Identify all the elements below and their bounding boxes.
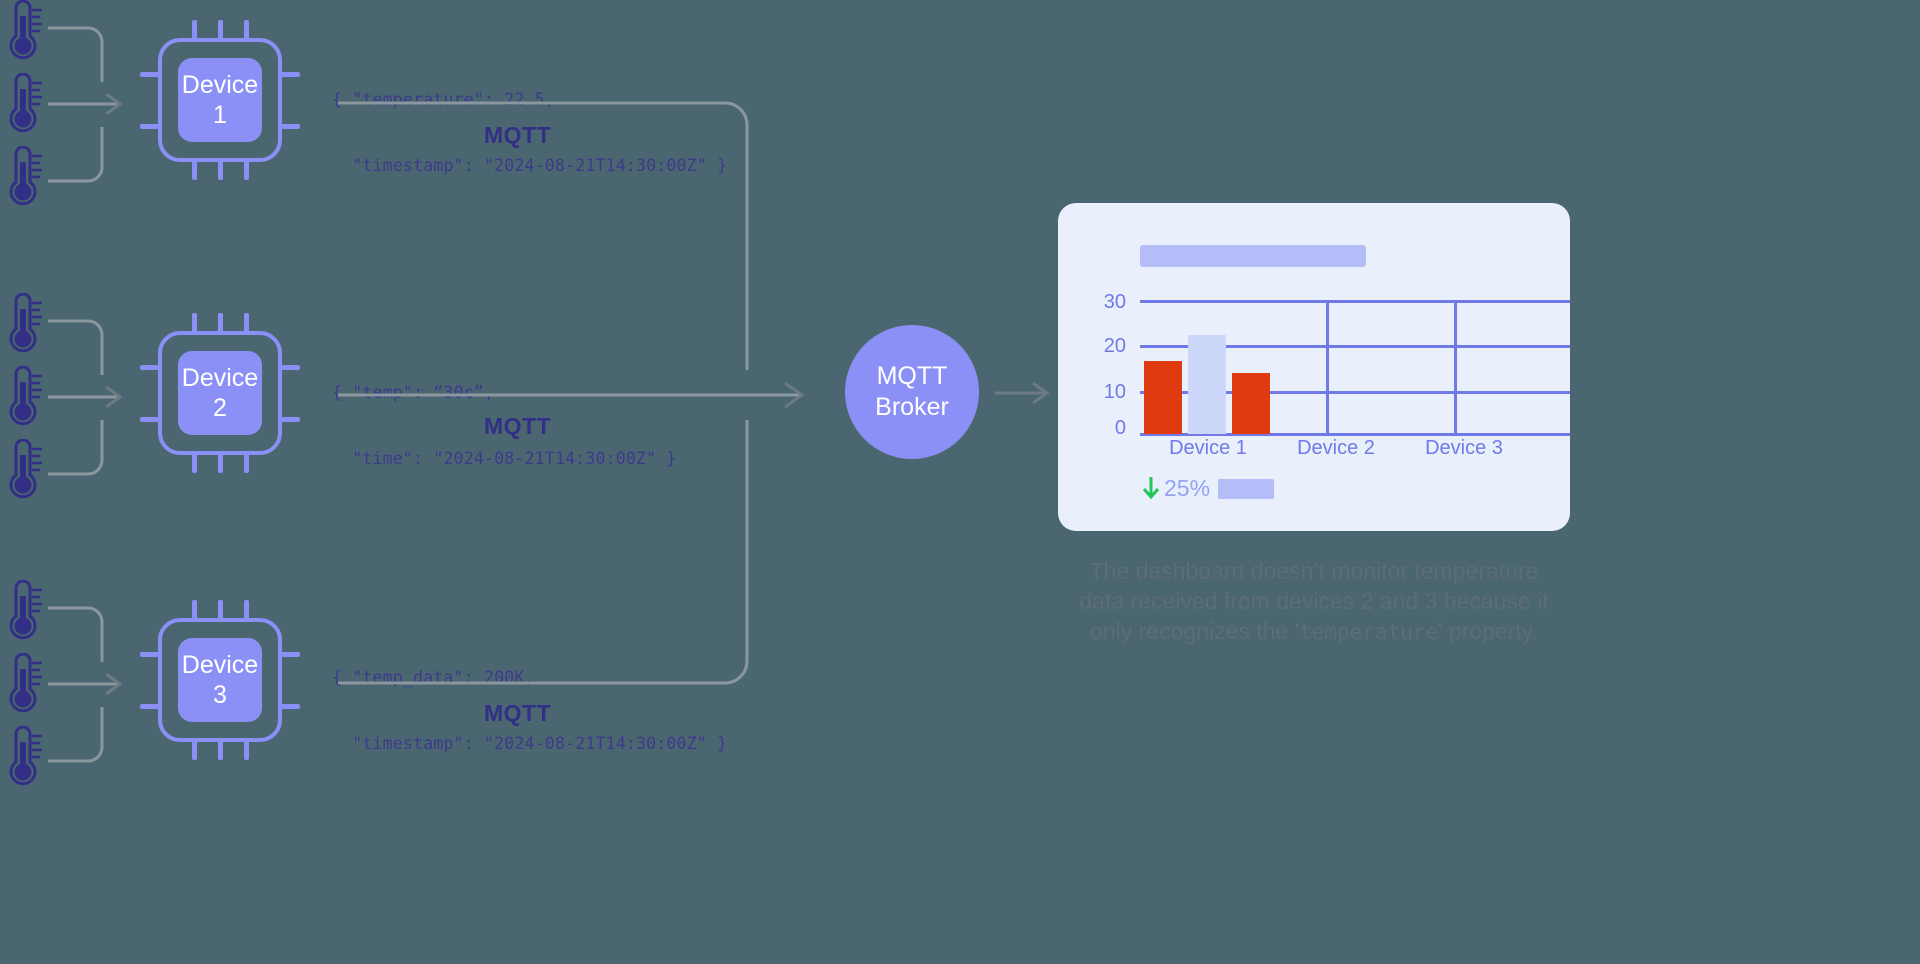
caption-line-3-pre: only recognizes the ' [1090, 618, 1300, 644]
chip-outline [158, 38, 282, 162]
payload-device-2: { "temp": “30c”, "time": "2024-08-21T14:… [332, 338, 677, 514]
chip-label-line1: Device [181, 651, 259, 679]
device-chip-2[interactable]: Device 2 [140, 313, 300, 473]
thermometer-icon [9, 0, 42, 60]
x-label-device-3: Device 3 [1425, 437, 1503, 459]
broker-label-line1: MQTT [876, 362, 948, 390]
chip-pin [218, 20, 223, 42]
chip-label-line1: Device [181, 364, 259, 392]
chip-label-line2: 2 [213, 394, 227, 422]
caption-line-1: The dashboard doesn’t monitor temperatur… [1089, 558, 1539, 584]
caption-line-3-post: ' property. [1438, 618, 1538, 644]
payload-line-2: "timestamp": "2024-08-21T14:30:00Z" } [332, 156, 728, 175]
thermometer-icon [9, 439, 42, 499]
thermometer-icon [9, 293, 42, 353]
caption-code-token: temperature [1299, 620, 1439, 644]
chip-pin [278, 72, 300, 77]
chip-pin [192, 313, 197, 335]
y-tick-10: 10 [1103, 381, 1126, 403]
thermometer-icon [9, 366, 42, 426]
broker-label-line2: Broker [875, 393, 949, 421]
mqtt-broker-node[interactable]: MQTT Broker [845, 325, 979, 459]
delta-percent-label: 25% [1164, 475, 1211, 501]
chip-pin [244, 20, 249, 42]
thermometer-icon [9, 653, 42, 713]
chip-pin [278, 417, 300, 422]
chip-pin [140, 417, 162, 422]
x-label-device-2: Device 2 [1297, 437, 1375, 459]
chip-pin [218, 600, 223, 622]
chip-pin [140, 365, 162, 370]
dashboard-card[interactable]: 30 20 10 0 Device 1 Device 2 Device 3 25… [1058, 203, 1570, 531]
bar-device-1-a [1144, 361, 1182, 434]
payload-line-2: "timestamp": "2024-08-21T14:30:00Z" } [332, 734, 728, 753]
chip-pin [278, 124, 300, 129]
y-tick-30: 30 [1103, 291, 1126, 313]
chip-pin [218, 738, 223, 760]
chip-pin [278, 704, 300, 709]
gridline-30 [1140, 300, 1570, 303]
chip-pin [218, 158, 223, 180]
chip-pin [218, 451, 223, 473]
mqtt-flow-lines [338, 101, 805, 685]
chip-pin [192, 600, 197, 622]
delta-placeholder-bar [1218, 479, 1274, 499]
sensor-merge-connector [48, 319, 123, 476]
chip-pin [244, 600, 249, 622]
chip-core-2: Device 2 [178, 351, 262, 435]
mqtt-label-device-2: MQTT [484, 413, 552, 439]
chip-core-1: Device 1 [178, 58, 262, 142]
sensor-merge-connector [48, 26, 123, 183]
chip-pin [244, 451, 249, 473]
gridline-vertical-2 [1454, 300, 1457, 436]
thermometer-icon [9, 73, 42, 133]
chip-pin [140, 704, 162, 709]
chip-pin [244, 313, 249, 335]
sensor-merge-connector [48, 606, 123, 763]
bar-device-1-b [1188, 335, 1226, 434]
chip-pin [140, 652, 162, 657]
chip-pin [244, 738, 249, 760]
mqtt-label-device-3: MQTT [484, 700, 552, 726]
gridline-20 [1140, 345, 1570, 348]
bar-device-1-c [1232, 373, 1270, 434]
chip-pin [192, 158, 197, 180]
x-label-device-1: Device 1 [1169, 437, 1247, 459]
dashboard-title-placeholder [1140, 245, 1366, 267]
payload-line-2: "time": "2024-08-21T14:30:00Z" } [332, 449, 677, 468]
payload-device-3: { "temp_data": 200K, "timestamp": "2024-… [332, 623, 727, 799]
y-tick-20: 20 [1103, 335, 1126, 357]
chip-pin [278, 365, 300, 370]
chip-label-line2: 3 [213, 681, 227, 709]
thermometer-icon [9, 146, 42, 206]
gridline-10 [1140, 391, 1570, 394]
chip-label-line2: 1 [213, 101, 227, 129]
thermometer-icon [9, 726, 42, 786]
chip-pin [192, 20, 197, 42]
device-chip-1[interactable]: Device 1 [140, 20, 300, 180]
thermometer-icon [9, 580, 42, 640]
chip-pin [140, 124, 162, 129]
chip-outline [158, 618, 282, 742]
gridline-vertical-1 [1326, 300, 1329, 436]
chip-pin [218, 313, 223, 335]
chip-pin [192, 738, 197, 760]
chip-pin [278, 652, 300, 657]
dashboard-caption: The dashboard doesn’t monitor temperatur… [1050, 556, 1578, 647]
payload-line-1: { "temp": “30c”, [332, 383, 495, 402]
arrow-down-icon [1142, 477, 1160, 500]
caption-line-3: only recognizes the 'temperature' proper… [1050, 616, 1578, 647]
chip-pin [140, 72, 162, 77]
chip-outline [158, 331, 282, 455]
chip-pin [244, 158, 249, 180]
broker-to-dashboard-arrow [995, 381, 1050, 405]
mqtt-label-device-1: MQTT [484, 122, 552, 148]
chip-pin [192, 451, 197, 473]
chip-label-line1: Device [181, 71, 259, 99]
device-chip-3[interactable]: Device 3 [140, 600, 300, 760]
y-tick-0: 0 [1114, 417, 1126, 439]
caption-line-2: data received from devices 2 and 3 becau… [1079, 588, 1549, 614]
chip-core-3: Device 3 [178, 638, 262, 722]
axis-baseline [1140, 433, 1570, 436]
